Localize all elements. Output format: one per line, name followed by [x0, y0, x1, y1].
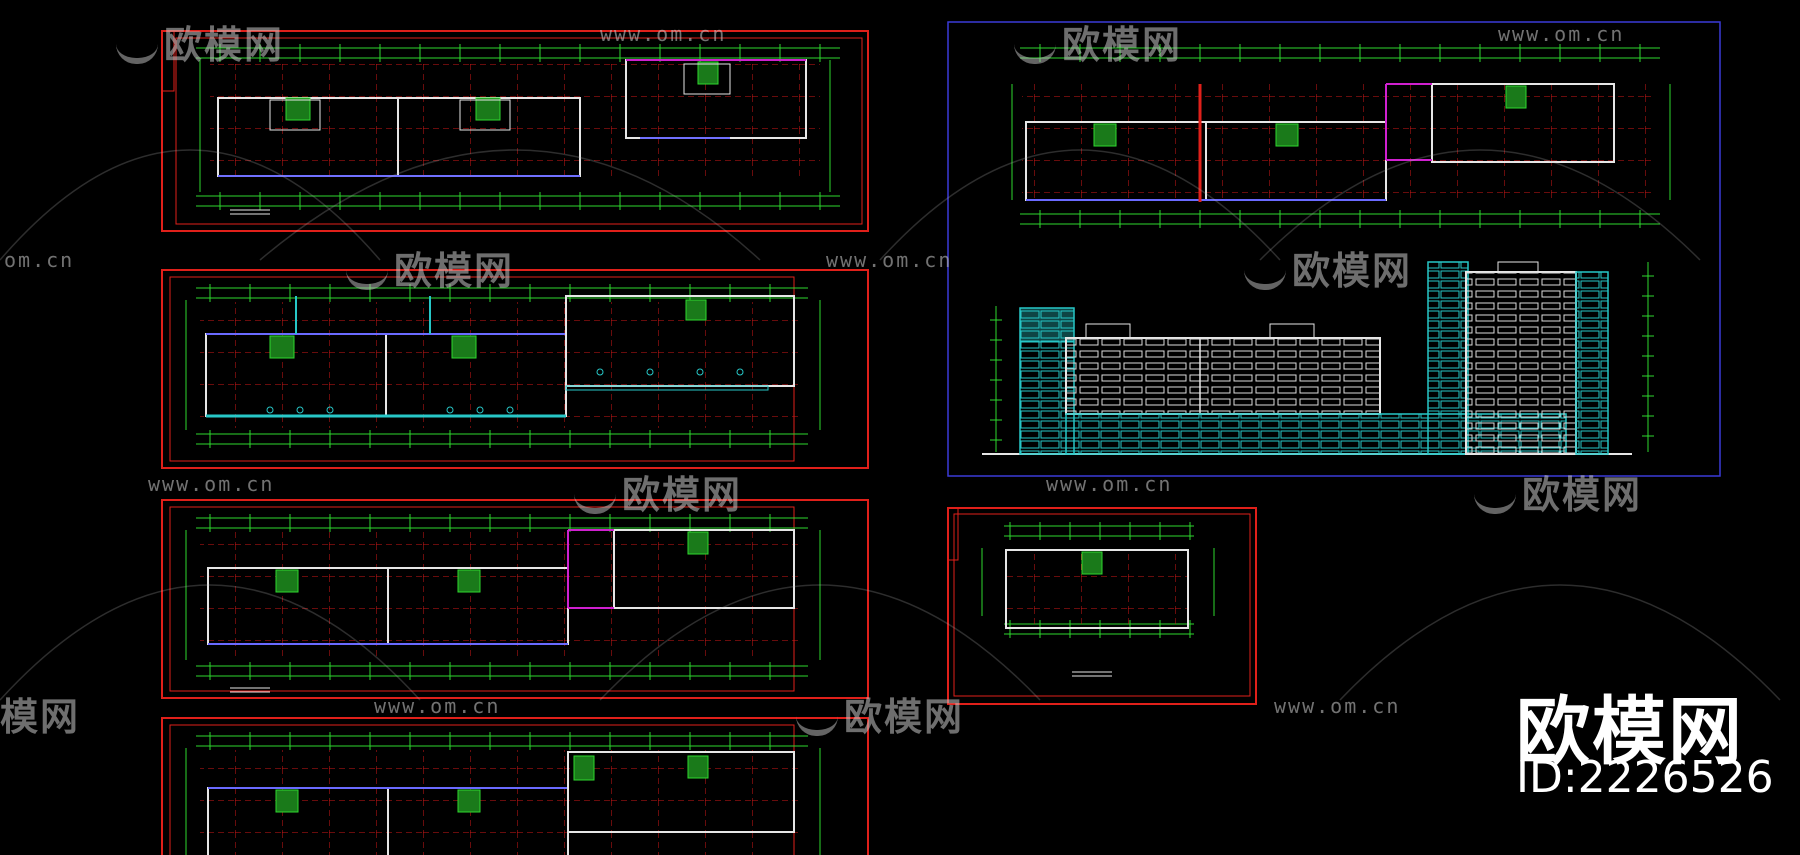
floor-plan-sheet-5: [1011, 44, 1671, 228]
watermark-url: www.om.cn: [1498, 22, 1625, 46]
watermark-logo: 欧模网: [346, 240, 514, 295]
watermark-logo: 欧模网: [1244, 240, 1412, 295]
watermark-url: www.om.cn: [148, 472, 275, 496]
brand-title: 欧模网: [1516, 689, 1744, 775]
floor-plan-sheet-6: [947, 507, 1257, 705]
asset-id: ID:2226526: [1516, 752, 1774, 803]
watermark-url: www.om.cn: [1274, 694, 1401, 718]
floor-plan-sheet-2: [161, 269, 869, 469]
watermark-logo: 欧模网: [1474, 464, 1642, 519]
watermark-logo: 欧模网: [796, 686, 964, 741]
watermark-logo: 欧模网: [574, 464, 742, 519]
watermark-logo-partial: 模网: [0, 695, 81, 739]
blue-sheet: [947, 21, 1721, 477]
floor-plan-sheet-1: [161, 30, 869, 232]
watermark-url: www.om.cn: [600, 22, 727, 46]
building-elevation: [982, 261, 1654, 455]
watermark-url-partial: om.cn: [4, 248, 75, 272]
watermark-arcs: [0, 149, 1781, 701]
floor-plan-sheet-3: [161, 499, 869, 699]
watermark-logo: 欧模网: [1014, 14, 1182, 69]
watermark-logo: 欧模网: [116, 14, 284, 69]
watermark-url: www.om.cn: [374, 694, 501, 718]
watermark-url: www.om.cn: [826, 248, 953, 272]
watermark-url: www.om.cn: [1046, 472, 1173, 496]
floor-plan-sheet-4: [161, 717, 869, 855]
